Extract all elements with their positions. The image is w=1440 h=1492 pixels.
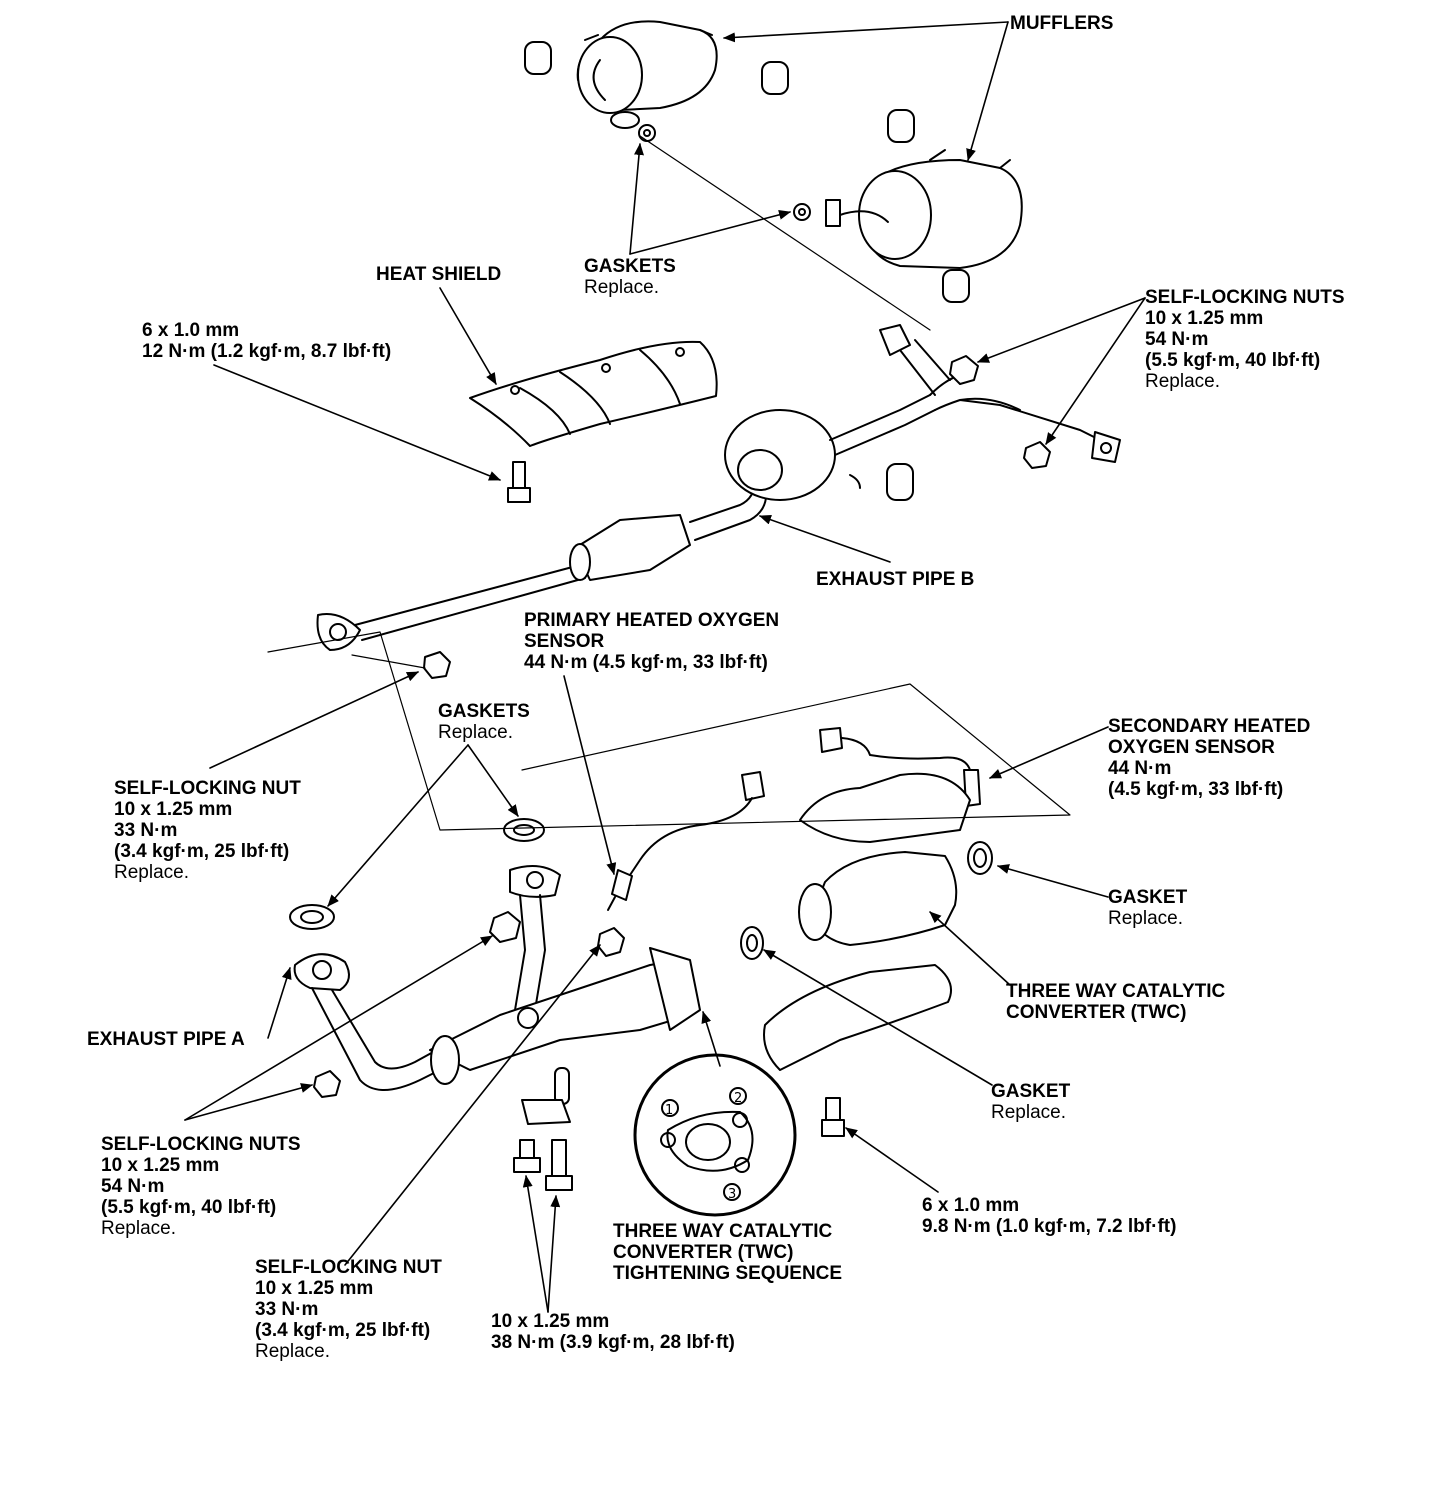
three-way-catalytic-converter [740,772,993,1137]
heat-shield-bolt [507,461,531,503]
bracket-and-bolts [513,1067,573,1191]
leader-arrows [184,21,1146,1313]
reference-lines [267,135,1071,831]
sequence-mark-3: 3 [728,1187,737,1202]
label-mufflers: MUFFLERS [1010,13,1114,34]
label-exhaust-pipe-a: EXHAUST PIPE A [87,1029,245,1050]
label-gaskets-top: GASKETS Replace. [584,256,676,298]
label-gaskets-mid: GASKETS Replace. [438,701,530,743]
heat-shield [469,340,718,447]
upper-muffler [576,20,718,142]
twc-tightening-sequence-inset [633,1053,797,1217]
lower-muffler [793,149,1023,269]
label-twc-sequence: THREE WAY CATALYTIC CONVERTER (TWC) TIGH… [613,1221,843,1284]
gaskets-mid [289,818,545,930]
label-nut-left: SELF-LOCKING NUT 10 x 1.25 mm 33 N·m (3.… [114,778,301,883]
label-exhaust-pipe-b: EXHAUST PIPE B [816,569,975,590]
exhaust-pipe-a [293,865,701,1091]
sequence-mark-1: 1 [665,1103,674,1118]
self-locking-nuts-pipe-b [423,355,1051,679]
label-gasket-right: GASKET Replace. [1108,887,1188,929]
label-bolt-6x10-top: 6 x 1.0 mm 12 N·m (1.2 kgf·m, 8.7 lbf·ft… [142,320,392,362]
muffler-hangers-upper [524,41,970,501]
label-heat-shield: HEAT SHIELD [376,264,502,285]
exhaust-pipe-b [316,324,1121,651]
label-primary-sensor: PRIMARY HEATED OXYGEN SENSOR 44 N·m (4.5… [524,610,780,673]
label-nuts-bottom-left: SELF-LOCKING NUTS 10 x 1.25 mm 54 N·m (5… [101,1134,301,1239]
self-locking-nuts-pipe-a [313,911,625,1098]
label-gasket-lower: GASKET Replace. [991,1081,1071,1123]
sequence-mark-2: 2 [734,1091,743,1106]
label-twc: THREE WAY CATALYTIC CONVERTER (TWC) [1006,981,1226,1023]
label-nut-bottom: SELF-LOCKING NUT 10 x 1.25 mm 33 N·m (3.… [255,1257,442,1362]
primary-oxygen-sensor [607,771,765,911]
label-bolt-10x125: 10 x 1.25 mm 38 N·m (3.9 kgf·m, 28 lbf·f… [491,1311,735,1353]
label-nuts-top-right: SELF-LOCKING NUTS 10 x 1.25 mm 54 N·m (5… [1145,287,1345,392]
label-secondary-sensor: SECONDARY HEATED OXYGEN SENSOR 44 N·m (4… [1108,716,1311,800]
label-bolt-6x10-bottom: 6 x 1.0 mm 9.8 N·m (1.0 kgf·m, 7.2 lbf·f… [922,1195,1177,1237]
